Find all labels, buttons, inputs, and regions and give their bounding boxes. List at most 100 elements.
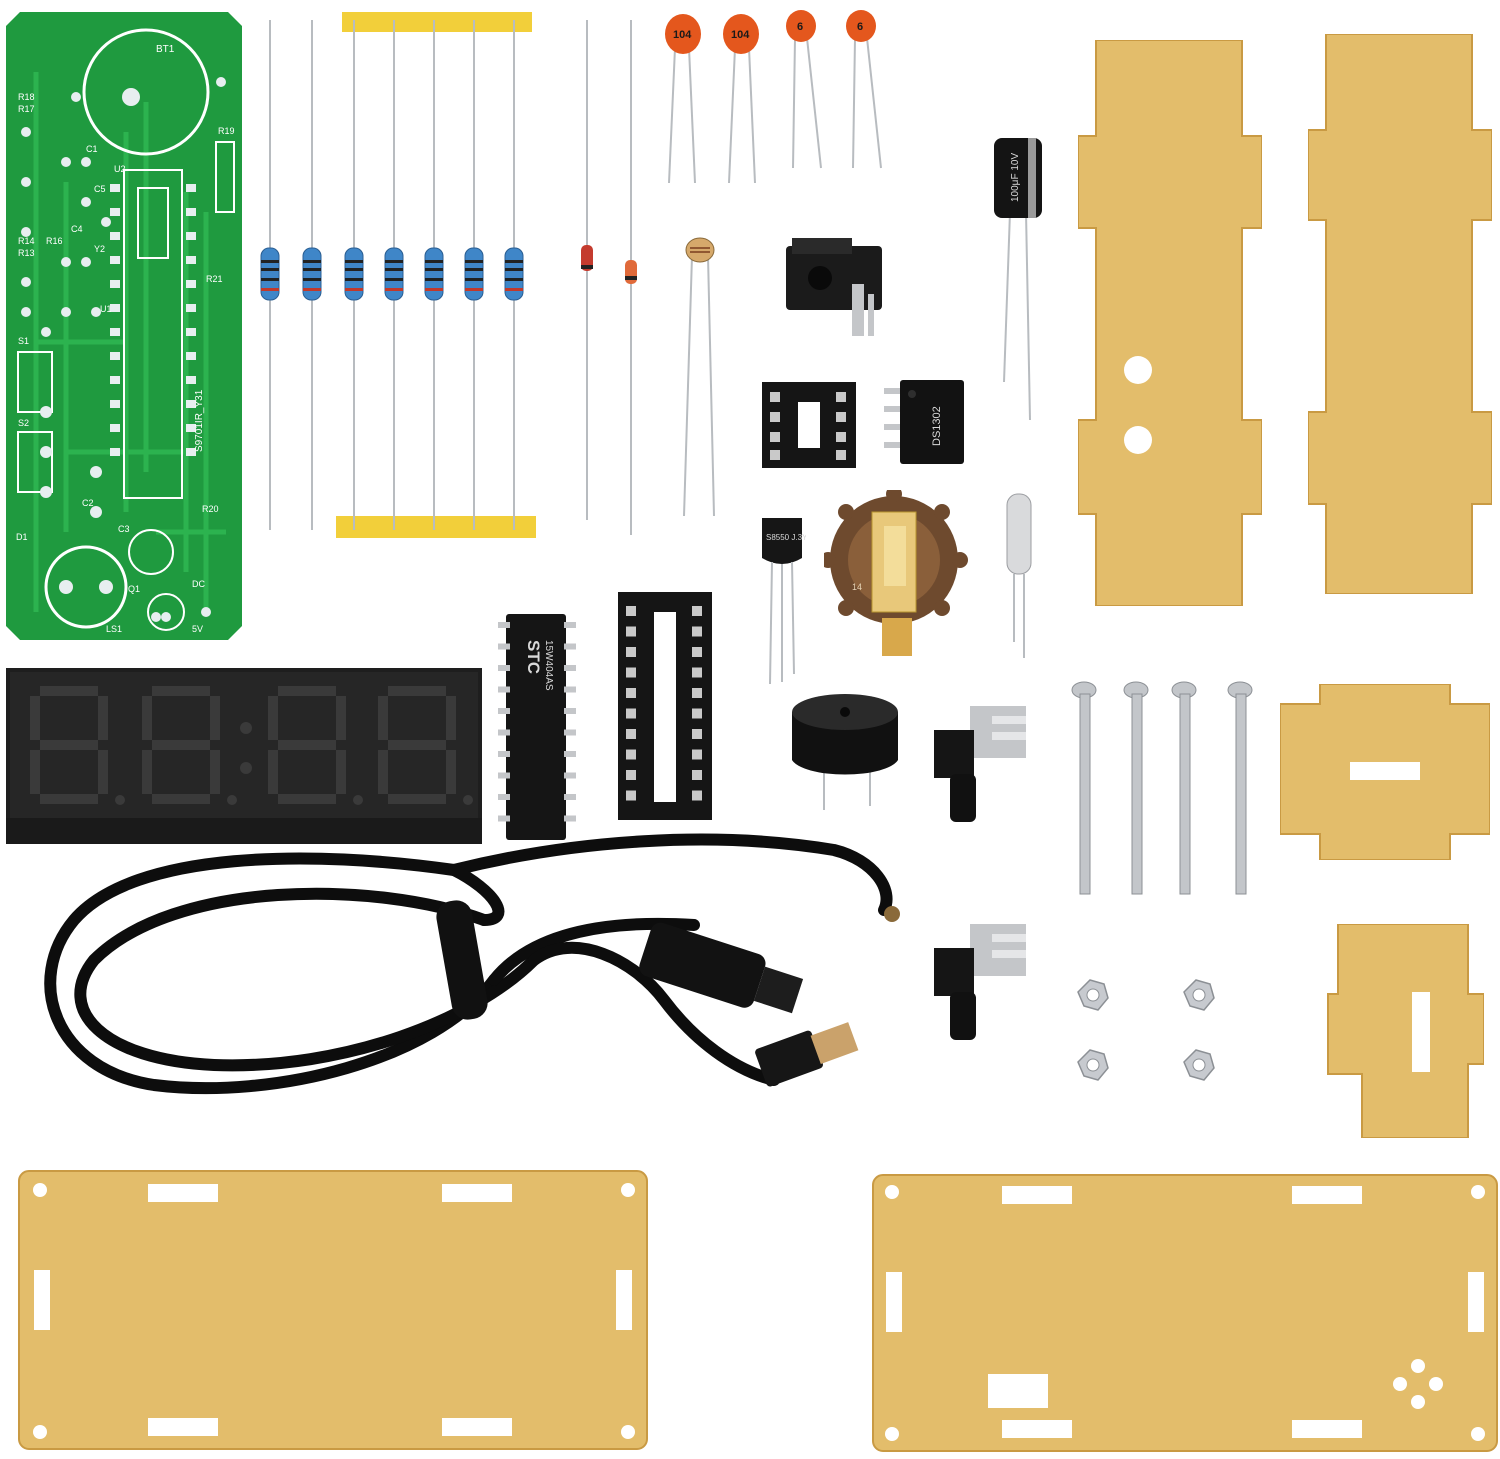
mcu-pin [498, 665, 510, 671]
cap-label-3: 6 [797, 21, 803, 33]
digit-1-segment-6 [30, 696, 40, 740]
side-panel-1-graphic [1078, 40, 1262, 606]
digit-3-segment-4 [278, 794, 336, 804]
dc-power-jack [780, 234, 890, 344]
socket-pad [626, 667, 636, 678]
mcu-pin [498, 708, 510, 714]
acrylic-small-part-2 [1322, 924, 1484, 1138]
cap-label-4: 6 [857, 21, 863, 33]
mcu-pin [564, 686, 576, 693]
socket-pad [626, 626, 636, 637]
pcb-label-ls1: LS1 [106, 624, 122, 634]
rtc-chip: DS1302 [882, 378, 968, 466]
mcu-pin [498, 751, 510, 757]
acrylic-side-panel-2 [1308, 34, 1492, 594]
rtc-chip-label: DS1302 [931, 406, 943, 446]
transistor: S8550 J.3Y [758, 514, 806, 686]
pcb-label-dc: DC [192, 579, 205, 589]
electrolytic-capacitor-graphic: 100μF 10V [994, 138, 1042, 421]
pcb-label-r20: R20 [202, 504, 219, 514]
colon-dot-1 [240, 722, 252, 734]
digit-2-segment-5 [142, 750, 152, 794]
switch-2-graphic [934, 924, 1026, 1040]
digit-4-segment-6 [378, 696, 388, 740]
socket-pad [626, 729, 636, 739]
ic-socket-8pin [760, 380, 860, 472]
nuts-graphic [1077, 979, 1215, 1081]
mcu-pin [564, 794, 576, 800]
digit-3-segment-5 [268, 750, 278, 794]
seven-segment-display [6, 668, 482, 844]
mcu-pin [498, 815, 510, 822]
pcb-label-q1: Q1 [128, 584, 140, 594]
digit-4-segment-7 [388, 740, 446, 750]
mcu-pin [498, 729, 510, 736]
socket-pad [692, 708, 702, 719]
screws-graphic [1071, 681, 1253, 895]
pcb-label-u2: U2 [114, 164, 126, 174]
pcb-label-r17: R17 [18, 104, 35, 114]
digit-4-decimal-point [463, 795, 473, 805]
pcb-label-r18: R18 [18, 92, 35, 102]
pcb-label-r19: R19 [218, 126, 235, 136]
digit-1-segment-3 [98, 750, 108, 794]
socket-pad [626, 790, 636, 801]
battery-holder-label: 14 [852, 582, 862, 592]
base-panel-right-graphic [872, 1174, 1498, 1452]
digit-1-segment-5 [30, 750, 40, 794]
digit-1-decimal-point [115, 795, 125, 805]
photoresistor-graphic [683, 237, 715, 517]
diodes-graphic [581, 20, 637, 535]
digit-2-segment-2 [210, 696, 220, 740]
mcu-pin [564, 815, 576, 822]
mcu-pin [498, 686, 510, 693]
transistor-label: S8550 J.3Y [766, 533, 806, 542]
socket-pad [692, 749, 702, 760]
digit-1-segment-1 [40, 686, 98, 696]
digit-3-segment-6 [268, 696, 278, 740]
tactile-switch-2 [930, 918, 1030, 1042]
pcb-label-bt1: BT1 [156, 44, 175, 55]
cap-label-1: 104 [673, 29, 692, 41]
digit-4-segment-4 [388, 794, 446, 804]
hex-nuts [1070, 976, 1220, 1086]
mcu-pin [564, 708, 576, 714]
pcb-label-r13: R13 [18, 248, 35, 258]
socket-pad [692, 770, 702, 780]
socket-pad [692, 729, 702, 739]
mcu-brand: STC [524, 640, 543, 674]
acrylic-base-panel-right [872, 1174, 1498, 1452]
pcb-board: BT1 R18 R17 R19 R14 R13 R16 R21 C1 C4 C5… [6, 12, 242, 640]
digit-3-segment-1 [278, 686, 336, 696]
mcu-pin [564, 643, 576, 650]
digit-2-decimal-point [227, 795, 237, 805]
pcb-label-s2: S2 [18, 418, 29, 428]
digit-4-segment-5 [378, 750, 388, 794]
tactile-switch-1 [930, 700, 1030, 824]
pcb-label-c5: C5 [94, 184, 106, 194]
ic-socket-8pin-graphic [762, 382, 856, 468]
digit-1-segment-4 [40, 794, 98, 804]
pcb-board-graphic: BT1 R18 R17 R19 R14 R13 R16 R21 C1 C4 C5… [6, 12, 242, 640]
socket-pad [692, 626, 702, 637]
pcb-label-y2: Y2 [94, 244, 105, 254]
socket-pad [626, 606, 636, 616]
pcb-label-r14: R14 [18, 236, 35, 246]
socket-pad [626, 749, 636, 760]
pcb-board-code: S9701IR_Y31 [194, 389, 205, 452]
microcontroller-graphic: STC 15W404AS [498, 614, 576, 840]
pcb-label-r16: R16 [46, 236, 63, 246]
digit-2-segment-6 [142, 696, 152, 740]
battery-holder-graphic: 14 [824, 490, 968, 656]
microcontroller-chip: STC 15W404AS [498, 610, 582, 842]
ic-socket-20pin-graphic [618, 592, 712, 820]
ceramic-capacitors: 104 104 6 6 [655, 8, 895, 188]
pcb-label-5v: 5V [192, 624, 203, 634]
transistor-graphic: S8550 J.3Y [762, 518, 806, 685]
mcu-model: 15W404AS [543, 640, 554, 691]
mcu-pin [564, 751, 576, 757]
mcu-pin [564, 772, 576, 779]
crystal-graphic [1006, 493, 1032, 658]
pcb-label-c1: C1 [86, 144, 98, 154]
resistor-strip [250, 10, 550, 545]
